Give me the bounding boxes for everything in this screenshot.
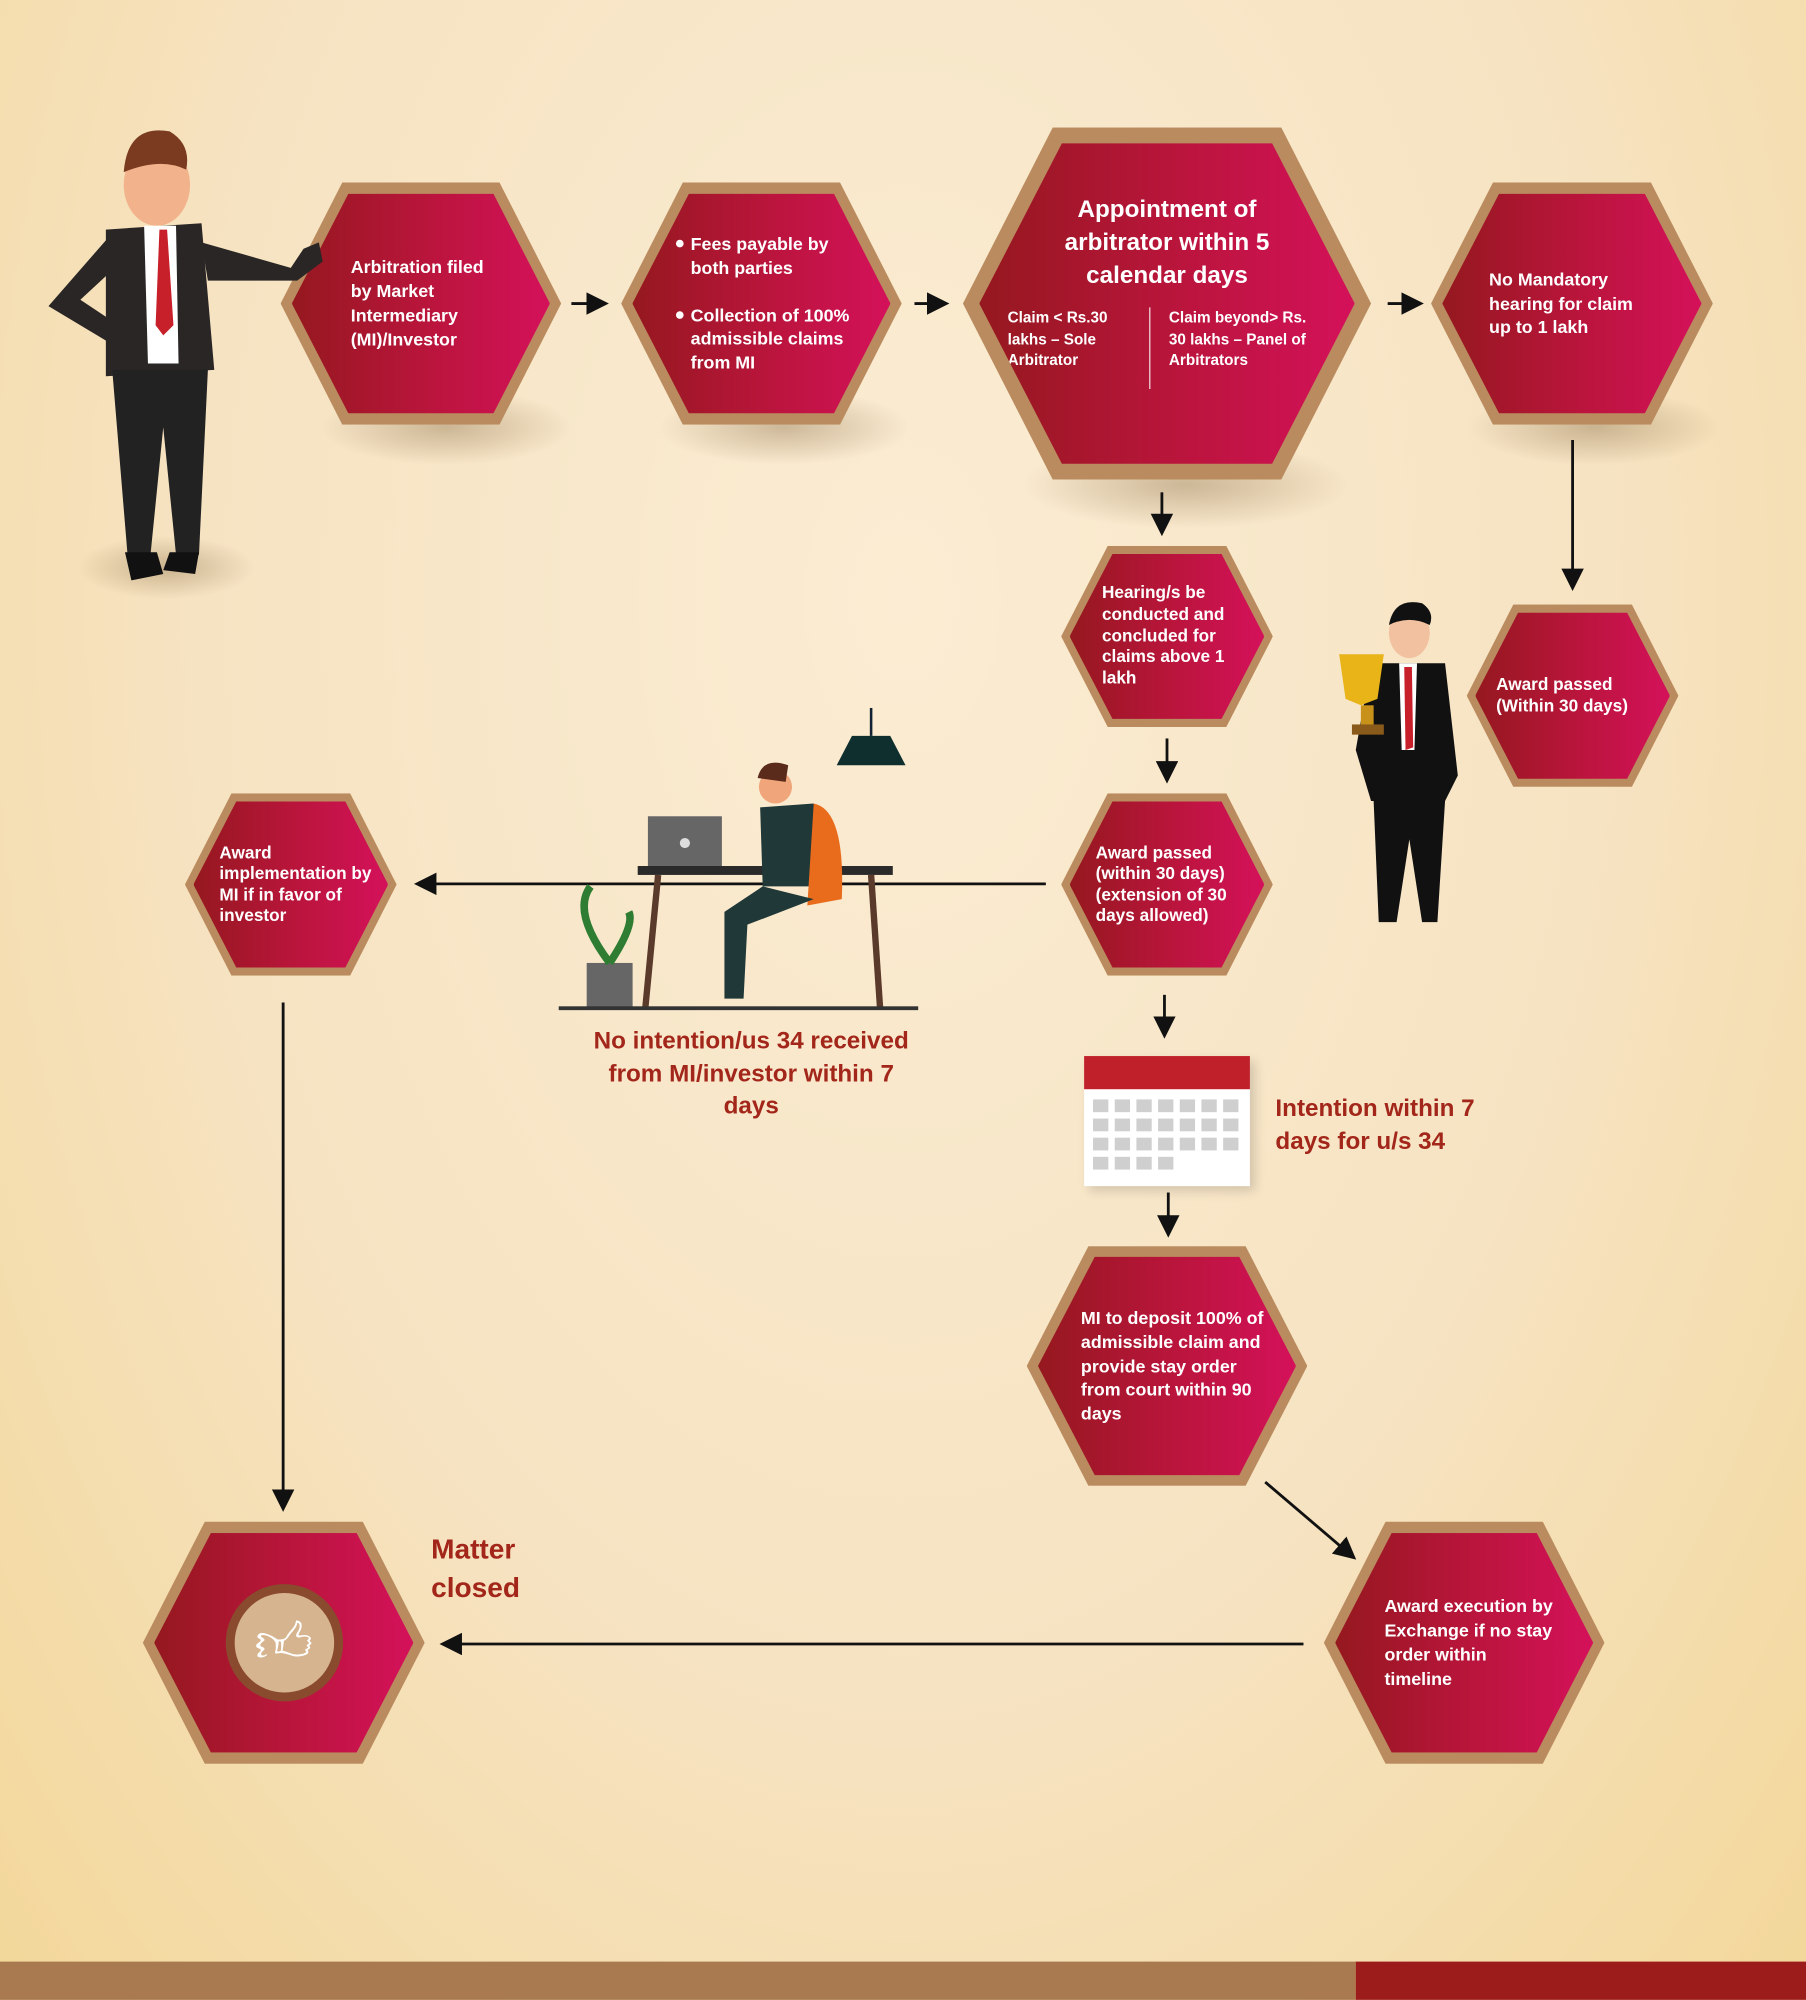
step-fees: Fees payable by both parties Collection … bbox=[621, 182, 902, 425]
appointment-sole: Claim < Rs.30 lakhs – Sole Arbitrator bbox=[1007, 309, 1108, 369]
step-award-execution: Award execution by Exchange if no stay o… bbox=[1323, 1521, 1605, 1764]
footer-bar-accent bbox=[1355, 1961, 1806, 2000]
step-text: Award passed (Within 30 days) bbox=[1496, 675, 1628, 715]
step-text: Award execution by Exchange if no stay o… bbox=[1384, 1595, 1553, 1689]
office-worker-illustration bbox=[558, 707, 919, 1011]
appointment-title: Appointment of arbitrator within 5 calen… bbox=[1064, 196, 1270, 290]
calendar-icon bbox=[1084, 1056, 1250, 1187]
footer-bar bbox=[0, 1961, 1356, 2000]
step-no-mandatory-hearing: No Mandatory hearing for claim up to 1 l… bbox=[1431, 182, 1713, 425]
trophy-businessman-illustration bbox=[1339, 602, 1458, 923]
step-text: No Mandatory hearing for claim up to 1 l… bbox=[1489, 268, 1633, 338]
step-award-30-days: Award passed (Within 30 days) bbox=[1466, 604, 1679, 787]
thumbs-up-icon: 👍︎ bbox=[234, 1592, 334, 1693]
matter-closed-label: Matter closed bbox=[431, 1533, 520, 1603]
step-mi-deposit: MI to deposit 100% of admissible claim a… bbox=[1026, 1246, 1308, 1486]
step-award-implementation: Award implementation by MI if in favor o… bbox=[184, 793, 397, 976]
step-text: Arbitration filed by Market Intermediary… bbox=[350, 256, 484, 350]
step-arbitration-filed: Arbitration filed by Market Intermediary… bbox=[280, 182, 562, 425]
step-appointment: Appointment of arbitrator within 5 calen… bbox=[962, 127, 1372, 480]
fees-item: Collection of 100% admissible claims fro… bbox=[675, 303, 860, 375]
step-matter-closed: 👍︎ bbox=[142, 1521, 425, 1764]
step-text: Hearing/s be conducted and concluded for… bbox=[1101, 582, 1225, 688]
step-hearing: Hearing/s be conducted and concluded for… bbox=[1061, 545, 1273, 727]
step-text: Award passed (within 30 days) (extension… bbox=[1095, 843, 1227, 925]
intention-label: Intention within 7 days for u/s 34 bbox=[1275, 1095, 1475, 1156]
step-text: Award implementation by MI if in favor o… bbox=[219, 843, 372, 925]
arrow bbox=[1264, 1480, 1357, 1560]
businessman-illustration bbox=[48, 130, 323, 581]
divider bbox=[1148, 307, 1152, 390]
fees-item: Fees payable by both parties bbox=[675, 232, 860, 280]
step-text: MI to deposit 100% of admissible claim a… bbox=[1080, 1307, 1264, 1424]
appointment-panel: Claim beyond> Rs. 30 lakhs – Panel of Ar… bbox=[1168, 309, 1307, 369]
step-award-extension: Award passed (within 30 days) (extension… bbox=[1061, 793, 1273, 976]
thumbs-up-badge: 👍︎ bbox=[225, 1584, 343, 1702]
no-intention-label: No intention/us 34 received from MI/inve… bbox=[593, 1027, 909, 1121]
